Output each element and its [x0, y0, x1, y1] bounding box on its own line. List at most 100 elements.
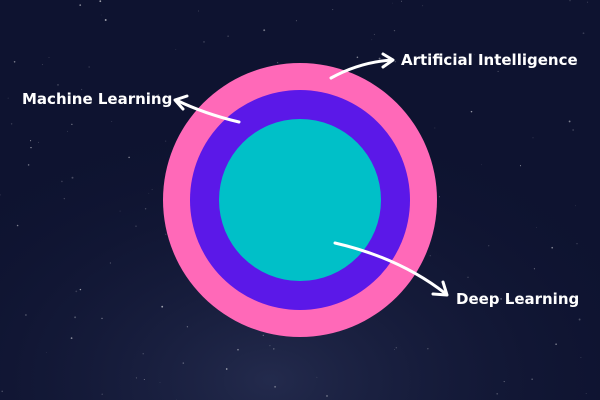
- star: [467, 276, 469, 278]
- star: [165, 140, 167, 142]
- star: [148, 192, 150, 194]
- star: [422, 5, 424, 7]
- star: [575, 205, 577, 207]
- star: [326, 395, 328, 397]
- star: [109, 262, 111, 264]
- star: [151, 189, 153, 191]
- star: [378, 57, 381, 60]
- star: [0, 194, 1, 196]
- star: [497, 70, 499, 72]
- star: [70, 337, 73, 339]
- star: [263, 29, 266, 32]
- star: [33, 102, 35, 104]
- star: [402, 62, 404, 64]
- star: [101, 393, 103, 395]
- star: [182, 362, 185, 364]
- star: [488, 245, 490, 247]
- star: [519, 165, 522, 167]
- star: [508, 299, 510, 302]
- star: [10, 123, 13, 125]
- arrow-artificial-intelligence: [329, 58, 394, 80]
- star: [568, 120, 571, 123]
- star: [578, 318, 581, 321]
- star: [79, 4, 82, 6]
- label-artificial-intelligence: Artificial Intelligence: [401, 51, 578, 69]
- star: [161, 305, 164, 308]
- star: [274, 385, 277, 388]
- star: [16, 224, 19, 227]
- star: [393, 29, 396, 32]
- star: [198, 10, 199, 12]
- arrow-deep-learning: [333, 241, 448, 296]
- star: [503, 381, 505, 383]
- star: [27, 164, 30, 166]
- star: [394, 349, 395, 351]
- circle-deep-learning: [219, 119, 381, 281]
- star: [74, 316, 77, 319]
- star: [100, 14, 102, 16]
- star: [1, 390, 3, 393]
- star: [551, 246, 554, 249]
- star: [143, 379, 145, 380]
- star: [159, 382, 161, 383]
- star: [24, 314, 27, 316]
- star: [569, 0, 571, 2]
- star: [316, 376, 318, 378]
- star: [582, 32, 585, 35]
- label-deep-learning: Deep Learning: [456, 290, 580, 308]
- star: [38, 141, 39, 143]
- star: [7, 97, 9, 99]
- star: [439, 196, 440, 198]
- star: [71, 176, 74, 179]
- star: [356, 56, 359, 59]
- star: [79, 288, 82, 291]
- star: [401, 0, 402, 2]
- star: [394, 60, 397, 63]
- star: [473, 54, 475, 56]
- star: [80, 88, 83, 91]
- star: [135, 377, 137, 379]
- star: [45, 352, 47, 353]
- star: [395, 347, 397, 349]
- star: [576, 243, 578, 245]
- star: [532, 137, 534, 139]
- star: [580, 356, 582, 358]
- star: [470, 110, 473, 113]
- star: [495, 296, 497, 298]
- star: [392, 2, 394, 4]
- star: [429, 255, 431, 257]
- arrowhead-deep-learning: [431, 280, 449, 297]
- star: [373, 33, 375, 36]
- star: [13, 61, 16, 63]
- star: [555, 343, 557, 346]
- star: [61, 180, 63, 183]
- star: [203, 41, 205, 43]
- star: [30, 140, 32, 142]
- star: [186, 326, 189, 328]
- star: [332, 9, 334, 11]
- star: [104, 19, 107, 21]
- star: [63, 198, 65, 200]
- star: [587, 1, 588, 3]
- star: [88, 66, 90, 68]
- star: [135, 225, 137, 227]
- star: [101, 317, 103, 320]
- star: [496, 392, 499, 395]
- star: [237, 348, 239, 351]
- star: [41, 64, 43, 65]
- star: [175, 49, 177, 50]
- star: [533, 268, 535, 270]
- star: [111, 121, 113, 122]
- star: [30, 146, 32, 149]
- star: [585, 393, 587, 394]
- label-machine-learning: Machine Learning: [22, 90, 173, 108]
- star: [67, 130, 68, 132]
- star: [531, 378, 533, 380]
- star: [439, 63, 441, 65]
- star: [144, 208, 147, 210]
- arrow-machine-learning: [174, 98, 241, 124]
- star: [119, 210, 121, 212]
- star: [165, 233, 167, 235]
